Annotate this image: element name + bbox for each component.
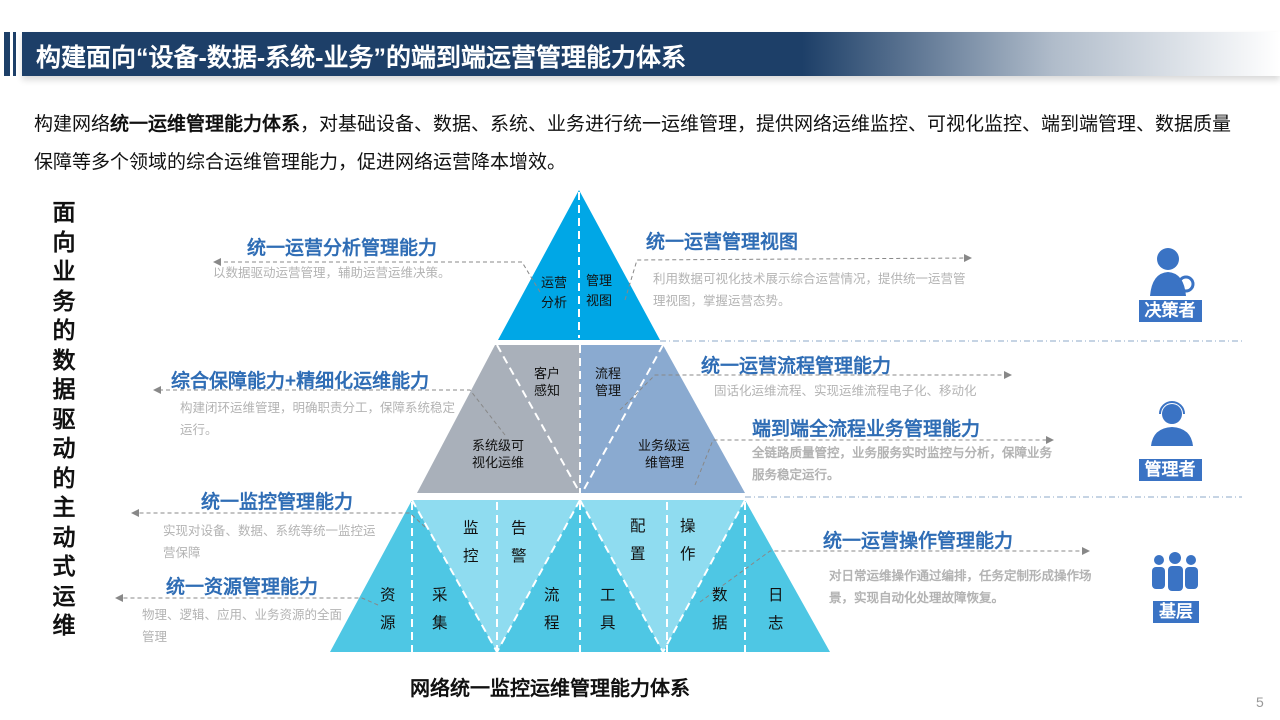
capability-desc: 固话化运维流程、实现运维流程电子化、移动化 <box>714 384 977 398</box>
pyramid-label: 业务级运 <box>638 438 690 453</box>
role-label: 管理者 <box>1138 459 1202 481</box>
pyramid-label: 告 <box>511 519 527 537</box>
capability-title: 统一运营流程管理能力 <box>701 356 892 377</box>
page-number: 5 <box>1256 694 1264 710</box>
capability-desc: 全链路质量管控，业务服务实时监控与分析，保障业务服务稳定运行。 <box>752 446 1053 482</box>
pyramid-label: 系统级可 <box>472 438 524 453</box>
pyramid-label: 具 <box>600 615 616 632</box>
pyramid-label: 日 <box>768 587 784 604</box>
role-decision-maker: 决策者 <box>1138 300 1202 322</box>
pyramid-middle-right <box>580 345 745 493</box>
pyramid-label: 据 <box>712 614 728 632</box>
pyramid-middle-left <box>417 345 580 493</box>
capability-title: 端到端全流程业务管理能力 <box>752 419 981 440</box>
pyramid-label: 置 <box>630 546 646 563</box>
pyramid-bottom-inverted <box>580 500 745 652</box>
pyramid-label: 采 <box>432 586 448 604</box>
capability-desc: 利用数据可视化技术展示综合运营情况，提供统一运营管理视图，掌握运营态势。 <box>653 272 966 308</box>
pyramid-label: 作 <box>680 545 696 563</box>
pyramid-label: 集 <box>432 614 448 632</box>
capability-title: 统一资源管理能力 <box>166 577 319 598</box>
header-accent-bar-thin <box>13 32 16 76</box>
capability-desc: 以数据驱动运营管理，辅助运营运维决策。 <box>213 266 451 280</box>
pyramid-label: 管理 <box>586 273 612 288</box>
role-frontline: 基层 <box>1144 601 1208 623</box>
capability-title: 统一监控管理能力 <box>201 492 354 513</box>
team-icon <box>1152 552 1198 591</box>
pyramid-label: 运营 <box>541 275 567 290</box>
pyramid-label: 志 <box>768 614 784 632</box>
pyramid-label: 流程 <box>595 366 621 381</box>
intro-paragraph: 构建网络统一运维管理能力体系，对基础设备、数据、系统、业务进行统一运维管理，提供… <box>34 106 1244 182</box>
intro-bold: 统一运维管理能力体系 <box>110 114 301 135</box>
pyramid-label: 视化运维 <box>472 455 524 470</box>
page-title: 构建面向“设备-数据-系统-业务”的端到端运营管理能力体系 <box>36 44 686 72</box>
pyramid-bottom-inverted <box>412 500 580 652</box>
pyramid-label: 流 <box>544 586 560 604</box>
capability-title: 统一运营操作管理能力 <box>823 531 1014 552</box>
pyramid-label: 视图 <box>586 293 612 308</box>
pyramid-label: 源 <box>380 614 396 632</box>
pyramid-label: 警 <box>511 547 527 565</box>
decision-maker-icon <box>1150 248 1195 296</box>
capability-title: 综合保障能力+精细化运维能力 <box>171 371 430 392</box>
side-label: 面向业务的数据驱动的主动式运维 <box>52 199 76 638</box>
capability-desc: 对日常运维操作通过编排，任务定制形成操作场景，实现自动化处理故障恢复。 <box>829 569 1092 605</box>
pyramid-label: 客户 <box>534 366 560 381</box>
diagram-caption: 网络统一监控运维管理能力体系 <box>410 678 690 700</box>
capability-title: 统一运营分析管理能力 <box>247 238 438 259</box>
pyramid-label: 感知 <box>534 383 560 398</box>
pyramid-label: 资 <box>380 586 396 604</box>
pyramid-label: 数 <box>712 586 728 604</box>
pyramid-label: 分析 <box>541 295 567 310</box>
intro-prefix: 构建网络 <box>34 114 111 135</box>
role-manager: 管理者 <box>1138 459 1202 481</box>
pyramid-label: 监 <box>463 519 479 537</box>
manager-headset-icon <box>1151 401 1193 446</box>
header-banner <box>22 32 1280 76</box>
capability-desc: 实现对设备、数据、系统等统一监控运营保障 <box>163 524 376 560</box>
pyramid-label: 配 <box>630 517 646 535</box>
capability-desc: 物理、逻辑、应用、业务资源的全面管理 <box>142 608 343 644</box>
pyramid-label: 程 <box>544 614 560 632</box>
pyramid-label: 控 <box>463 547 479 565</box>
header-accent-bar <box>4 32 10 76</box>
pyramid-label: 维管理 <box>645 455 684 470</box>
capability-title: 统一运营管理视图 <box>646 232 799 253</box>
role-label: 决策者 <box>1138 300 1202 322</box>
pyramid-label: 管理 <box>595 383 621 398</box>
capability-desc: 构建闭环运维管理，明确职责分工，保障系统稳定运行。 <box>180 401 456 437</box>
pyramid-label: 工 <box>600 587 616 604</box>
intro-suffix: ，对基础设备、数据、系统、业务进行统一运维管理，提供网络运维监控、可视化监控、端… <box>34 114 1232 173</box>
pyramid-label: 操 <box>680 517 696 535</box>
role-label: 基层 <box>1153 601 1199 623</box>
